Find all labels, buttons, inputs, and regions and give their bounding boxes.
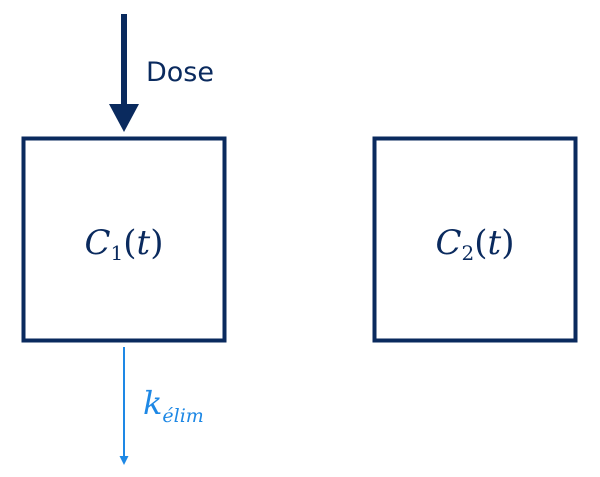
compartment-1-label: C1(t) — [85, 223, 164, 265]
elimination-symbol: k — [143, 384, 162, 422]
compartment-2-close-paren: ) — [501, 223, 514, 263]
elimination-subscript: élim — [162, 405, 203, 427]
elimination-arrow-head — [119, 456, 129, 465]
elimination-label: kélim — [143, 384, 204, 427]
compartment-1-variable: t — [137, 223, 151, 263]
compartment-2-open-paren: ( — [474, 223, 487, 263]
compartment-1-open-paren: ( — [123, 223, 136, 263]
dose-label: Dose — [146, 57, 214, 88]
compartment-1-subscript: 1 — [111, 241, 124, 265]
compartment-1-symbol: C — [85, 223, 111, 263]
compartment-2-symbol: C — [436, 223, 462, 263]
compartment-1-close-paren: ) — [150, 223, 163, 263]
compartment-2-label: C2(t) — [436, 223, 515, 265]
dose-arrow-head — [109, 104, 139, 132]
compartment-2-box — [372, 136, 578, 343]
dose-arrow — [109, 14, 139, 132]
elimination-arrow — [119, 347, 129, 465]
compartment-2-variable: t — [488, 223, 502, 263]
compartment-1-box — [21, 136, 227, 343]
compartment-2-subscript: 2 — [462, 241, 475, 265]
